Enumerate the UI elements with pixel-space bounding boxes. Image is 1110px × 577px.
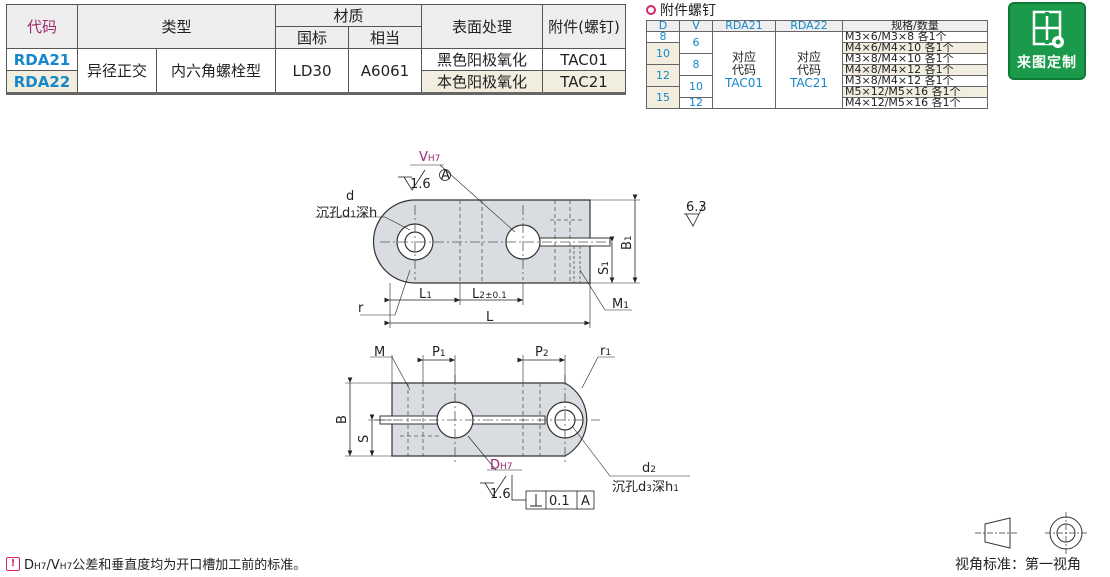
header-code: 代码 xyxy=(6,4,78,49)
svg-text:L2±0.1: L2±0.1 xyxy=(472,287,507,302)
label-s: S xyxy=(357,435,372,443)
svg-text:P1: P1 xyxy=(432,345,446,360)
roughness-bottom: 1.6 xyxy=(490,487,511,502)
perp-datum: A xyxy=(581,494,590,509)
screw-v: 12 xyxy=(679,97,713,109)
header-surface: 表面处理 xyxy=(421,4,543,49)
material-std-value: LD30 xyxy=(275,48,349,95)
custom-order-badge[interactable]: 来图定制 xyxy=(1008,2,1086,80)
svg-text:S1: S1 xyxy=(597,261,612,275)
row-code-rda22: RDA22 xyxy=(6,70,78,95)
datum-a-top: A xyxy=(441,168,450,183)
label-b: B xyxy=(335,415,350,424)
surface-roughness-symbol: 6.3 xyxy=(684,200,707,227)
header-material: 材质 xyxy=(275,4,422,27)
svg-text:r1: r1 xyxy=(600,344,611,359)
screw-rda22-map: 对应 代码 TAC21 xyxy=(775,31,843,109)
label-r: r xyxy=(358,301,364,316)
screw-table: D V RDA21 RDA22 规格/数量 8 6 对应 代码 TAC01 对应… xyxy=(646,20,988,109)
first-angle-projection-icon xyxy=(975,512,1087,554)
screw-rda21-map: 对应 代码 TAC01 xyxy=(712,31,776,109)
svg-text:L1: L1 xyxy=(419,287,432,302)
front-view: 0.1 A M P1 P2 r1 B S DH7 1.6 d2 沉孔d3深h1 xyxy=(335,344,690,510)
label-d: d xyxy=(346,189,354,204)
label-l: L xyxy=(486,310,494,325)
blueprint-custom-icon xyxy=(1032,10,1064,48)
screw-header-rda22: RDA22 xyxy=(775,20,843,32)
svg-text:d2: d2 xyxy=(642,461,656,476)
screw-spec: M4×12/M5×16 各1个 xyxy=(842,97,988,109)
perp-value: 0.1 xyxy=(549,494,570,509)
bullet-icon xyxy=(646,5,656,15)
label-m: M xyxy=(374,345,385,360)
svg-text:M1: M1 xyxy=(612,297,629,312)
tolerance-footnote: ! DH7/VH7公差和垂直度均为开口槽加工前的标准。 xyxy=(6,554,306,573)
view-standard-label: 视角标准：第一视角 xyxy=(955,557,1081,573)
row-code-rda21: RDA21 xyxy=(6,48,78,71)
svg-text:6.3: 6.3 xyxy=(686,200,707,215)
spec-table: 代码 类型 材质 表面处理 附件(螺钉) 国标 相当 RDA21 异径正交 内六… xyxy=(6,4,626,95)
svg-text:沉孔d1深h: 沉孔d1深h xyxy=(316,206,377,221)
roughness-top: 1.6 xyxy=(410,177,431,192)
screw-spec: M5×12/M5×16 各1个 xyxy=(842,86,988,98)
svg-text:B1: B1 xyxy=(620,235,635,250)
screw-d: 12 xyxy=(646,64,680,87)
svg-text:沉孔d3深h1: 沉孔d3深h1 xyxy=(612,480,679,495)
header-material-equiv: 相当 xyxy=(348,26,422,49)
header-accessory: 附件(螺钉) xyxy=(542,4,626,49)
material-equiv-value: A6061 xyxy=(348,48,422,95)
vh7-label: V xyxy=(419,150,428,165)
warning-icon: ! xyxy=(6,556,20,571)
surface-rda22: 本色阳极氧化 xyxy=(421,70,543,95)
accessory-rda22: TAC21 xyxy=(542,70,626,95)
accessory-rda21: TAC01 xyxy=(542,48,626,71)
svg-text:VH7: VH7 xyxy=(419,150,440,165)
svg-text:P2: P2 xyxy=(535,345,549,360)
type-b: 内六角螺栓型 xyxy=(156,48,276,95)
top-view: VH7 1.6 A d 沉孔d1深h r L1 L2±0.1 L M1 B1 S… xyxy=(315,150,640,328)
svg-text:DH7: DH7 xyxy=(490,458,513,473)
screw-table-title: 附件螺钉 xyxy=(646,0,716,20)
badge-label: 来图定制 xyxy=(1017,55,1077,71)
